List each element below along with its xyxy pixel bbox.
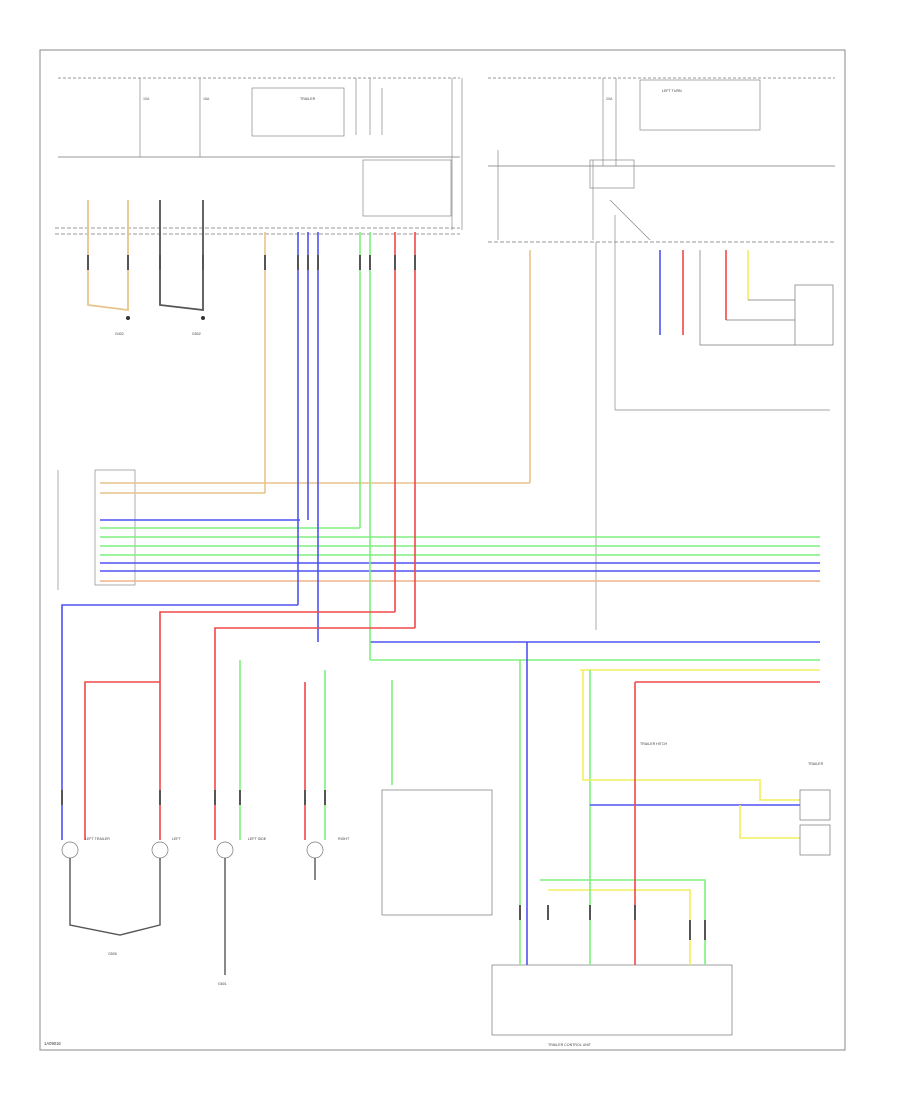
lamp-4-label: RIGHT [338, 837, 350, 841]
lamp-left-side [216, 841, 234, 859]
diagram-frame [39, 49, 846, 1051]
lamp-right [306, 841, 324, 859]
page-code: 1A09016 [44, 1041, 61, 1046]
lamp-grounds [69, 858, 316, 975]
fuse-3-label: 20A [606, 97, 613, 101]
fuse-1-label: 10A [143, 97, 150, 101]
ground-3-label: G402 [115, 332, 124, 336]
ground-2-label: G601 [218, 982, 227, 986]
harness-connector [57, 469, 136, 590]
connector-2-label: TRAILER [808, 762, 824, 766]
trailer-control-unit [381, 789, 733, 1036]
connector-1-label: TRAILER HITCH [640, 742, 668, 746]
trailer-connectors [799, 789, 831, 856]
fuse-box-left [139, 78, 463, 230]
lamp-left-trailer [61, 841, 79, 859]
lamp-3-label: LEFT SIDE [248, 837, 267, 841]
right-module [699, 250, 834, 346]
power-bus [55, 77, 835, 243]
lamp-feeds [61, 604, 415, 840]
connector-pins [61, 255, 706, 940]
horizontal-harness [100, 482, 820, 683]
ground-4-label: G502 [192, 332, 201, 336]
lamp-2-label: LEFT [172, 837, 182, 841]
fuse-2-label: 15A [203, 97, 210, 101]
lamp-group [61, 841, 324, 859]
fuse-box-right [497, 78, 830, 630]
lamp-1-label: LEFT TRAILER [85, 837, 110, 841]
module-label: TRAILER CONTROL UNIT [548, 1043, 592, 1047]
control-unit-wires [391, 642, 800, 965]
relay-1-label: TRAILER [300, 97, 316, 101]
vertical-harness [264, 232, 749, 660]
lamp-left [151, 841, 169, 859]
upper-left-grounds [126, 316, 205, 320]
relay-2-label: LEFT TURN [662, 89, 682, 93]
upper-left-ground-wires [87, 200, 204, 312]
ground-1-label: G505 [108, 952, 117, 956]
